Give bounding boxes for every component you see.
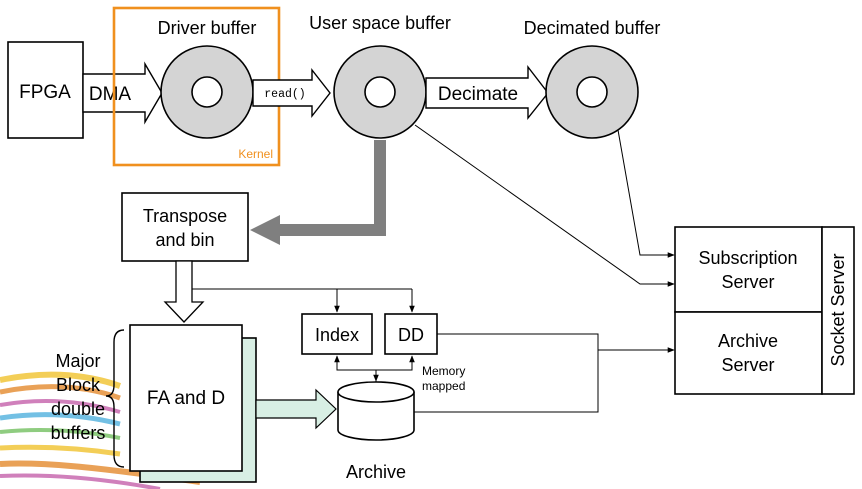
transpose-to-fa-arrow bbox=[163, 260, 205, 323]
dd-label: DD bbox=[398, 325, 424, 345]
archive-server-label-line2: Server bbox=[721, 355, 774, 375]
decimate-arrow bbox=[425, 64, 549, 120]
driver-buffer-hole bbox=[191, 76, 223, 108]
decimated-buffer-label: Decimated buffer bbox=[524, 18, 661, 38]
major-block-label-line3: double bbox=[51, 399, 105, 419]
thick-gray-arrowhead bbox=[250, 215, 280, 245]
memory-mapped-label-line2: mapped bbox=[422, 379, 465, 393]
thick-gray-arrow bbox=[272, 140, 386, 236]
decorative-swirl bbox=[0, 371, 201, 489]
driver-buffer-label: Driver buffer bbox=[158, 18, 257, 38]
archive-cylinder-top bbox=[337, 381, 415, 403]
fa-to-archive-arrow bbox=[255, 388, 337, 430]
userspace-to-subscription-line bbox=[414, 124, 675, 287]
decimate-label: Decimate bbox=[438, 84, 518, 105]
major-block-label-line2: Block bbox=[56, 375, 101, 395]
dd-to-archive-server-line bbox=[437, 333, 675, 353]
archive-cylinder-body bbox=[337, 392, 415, 441]
dma-label: DMA bbox=[89, 84, 132, 105]
fpga-label: FPGA bbox=[19, 82, 71, 103]
subscription-server-label-line1: Subscription bbox=[698, 248, 797, 268]
archive-to-index-line bbox=[334, 355, 377, 382]
decimated-to-subscription-line bbox=[617, 129, 675, 258]
fpga-box bbox=[7, 41, 84, 139]
transpose-and-bin-box bbox=[121, 192, 249, 262]
dd-box bbox=[384, 313, 438, 355]
fa-and-d-label: FA and D bbox=[147, 388, 225, 409]
socket-server-box bbox=[821, 226, 855, 395]
socket-server-label: Socket Server bbox=[828, 253, 848, 366]
archive-to-dd-line bbox=[376, 355, 415, 371]
archive-label: Archive bbox=[346, 462, 406, 482]
dma-arrow bbox=[82, 61, 163, 125]
index-label: Index bbox=[315, 325, 359, 345]
major-block-brace bbox=[105, 329, 125, 468]
memory-mapped-label-line1: Memory bbox=[422, 364, 465, 378]
transpose-label-line2: and bin bbox=[155, 230, 214, 250]
subscription-server-label-line2: Server bbox=[721, 272, 774, 292]
read-call-label: read() bbox=[264, 88, 305, 101]
major-block-label-line1: Major bbox=[55, 351, 100, 371]
subscription-server-box bbox=[674, 226, 823, 313]
archive-server-box bbox=[674, 311, 823, 395]
archive-server-label-line1: Archive bbox=[718, 331, 778, 351]
kernel-label: Kernel bbox=[238, 147, 273, 161]
archive-to-archive-server-line bbox=[414, 350, 599, 413]
user-space-buffer-label: User space buffer bbox=[309, 13, 451, 33]
index-box bbox=[301, 313, 373, 355]
decimated-buffer-hole bbox=[576, 76, 608, 108]
user-space-buffer-hole bbox=[364, 76, 396, 108]
read-arrow bbox=[252, 67, 331, 119]
transpose-label-line1: Transpose bbox=[143, 206, 227, 226]
fa-and-d-front-box bbox=[129, 324, 243, 472]
major-block-label-line4: buffers bbox=[51, 423, 106, 443]
